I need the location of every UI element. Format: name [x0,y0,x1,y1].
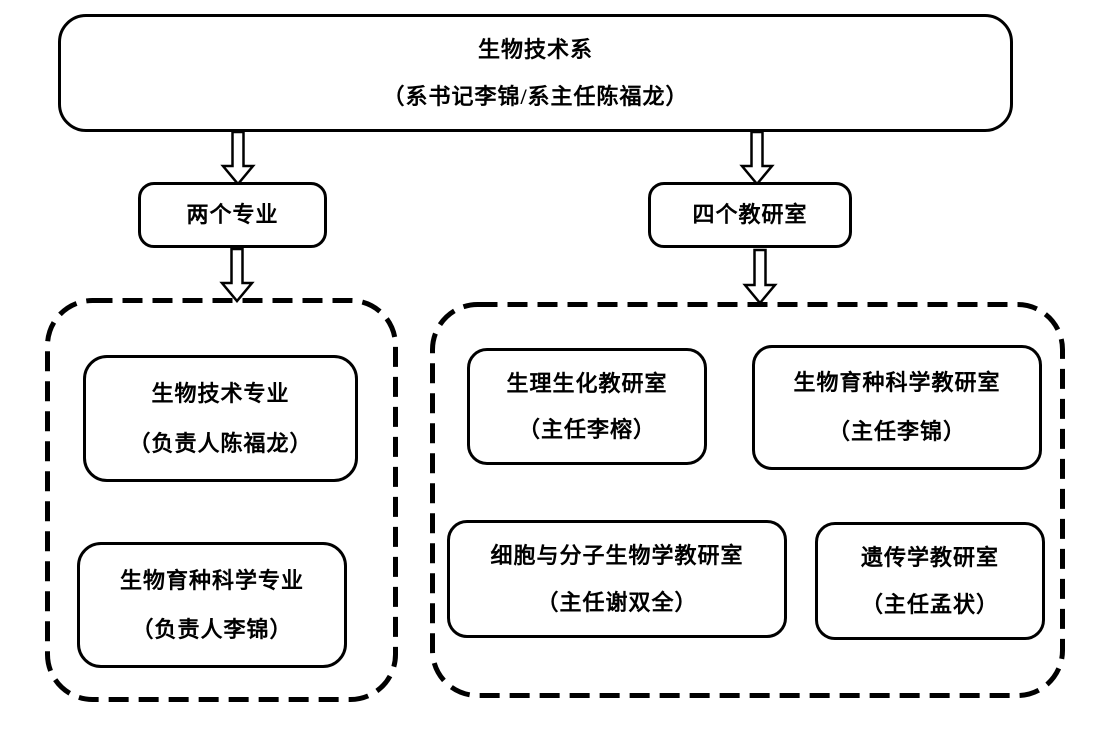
major-name: 生物技术专业 [151,381,290,406]
offices-group-dashed-border [430,302,1065,698]
branch-offices-box: 四个教研室 [648,182,852,248]
down-arrow-icon [219,247,255,303]
branch-offices-label: 四个教研室 [692,202,808,228]
office-box-physiology-biochemistry: 生理生化教研室 （主任李榕） [467,348,707,465]
dept-root-box: 生物技术系 （系书记李锦/系主任陈福龙） [58,14,1013,132]
office-name: 遗传学教研室 [860,545,999,570]
branch-majors-box: 两个专业 [138,182,327,248]
office-name: 生物育种科学教研室 [793,370,1001,396]
major-box-biotechnology: 生物技术专业 （负责人陈福龙） [83,355,358,482]
major-box-bio-breeding-science: 生物育种科学专业 （负责人李锦） [77,542,347,668]
major-leader: （负责人李锦） [131,616,293,642]
major-name: 生物育种科学专业 [119,567,304,593]
dept-leaders: （系书记李锦/系主任陈福龙） [382,83,689,109]
office-box-genetics: 遗传学教研室 （主任孟状） [815,522,1045,640]
down-arrow-icon [739,130,775,186]
office-box-bio-breeding-science: 生物育种科学教研室 （主任李锦） [752,345,1042,470]
office-director: （主任李榕） [517,416,656,442]
dept-title: 生物技术系 [477,37,593,62]
majors-group-dashed-border [45,298,398,702]
office-name: 细胞与分子生物学教研室 [490,543,744,568]
office-director: （主任谢双全） [536,589,698,615]
office-director: （主任李锦） [827,419,966,445]
down-arrow-icon [742,248,778,305]
office-box-cell-molecular-biology: 细胞与分子生物学教研室 （主任谢双全） [447,520,787,638]
major-leader: （负责人陈福龙） [128,430,313,456]
down-arrow-icon [220,130,256,186]
office-name: 生理生化教研室 [506,370,668,396]
branch-majors-label: 两个专业 [186,202,279,228]
office-director: （主任孟状） [860,591,999,617]
